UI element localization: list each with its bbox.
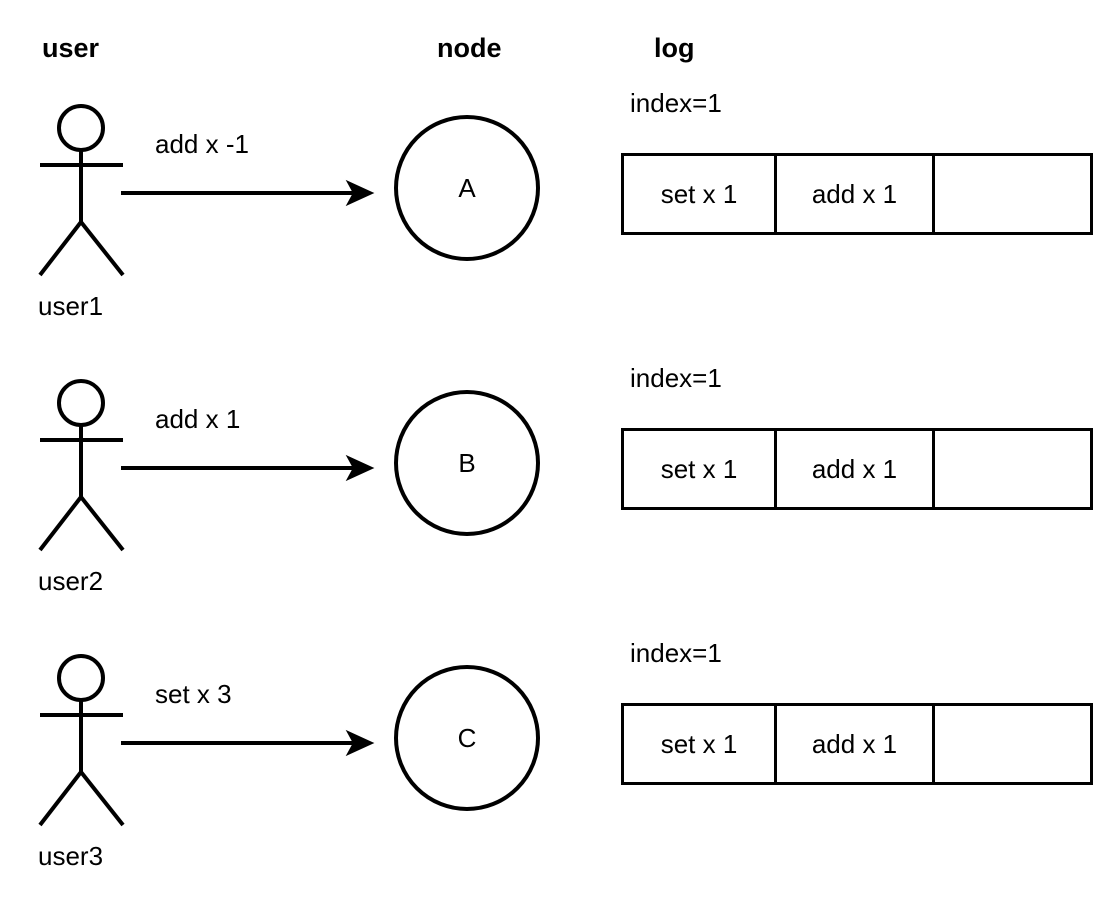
log-entry-cell: set x 1 bbox=[624, 156, 777, 232]
log-index-label: index=1 bbox=[630, 638, 722, 668]
diagram-row: user1 add x -1 A index=1 set x 1 add x 1 bbox=[0, 0, 1118, 319]
log-entry-cell: set x 1 bbox=[624, 706, 777, 782]
actor-label: user3 bbox=[38, 841, 104, 871]
log-table: set x 1 add x 1 bbox=[621, 703, 1093, 785]
diagram-row: user3 set x 3 C index=1 set x 1 add x 1 bbox=[0, 550, 1118, 869]
log-index-label: index=1 bbox=[630, 88, 722, 118]
column-header-log: log bbox=[654, 33, 695, 63]
actor-label: user2 bbox=[38, 566, 104, 596]
log-entry-cell-empty bbox=[935, 431, 1090, 507]
log-index-label: index=1 bbox=[630, 363, 722, 393]
node-circle bbox=[394, 665, 540, 811]
log-entry-cell: add x 1 bbox=[777, 156, 935, 232]
message-label: add x -1 bbox=[155, 129, 249, 159]
actor-label: user1 bbox=[38, 291, 104, 321]
message-label: set x 3 bbox=[155, 679, 232, 709]
diagram-row: user2 add x 1 B index=1 set x 1 add x 1 bbox=[0, 275, 1118, 594]
node-circle bbox=[394, 390, 540, 536]
log-entry-cell-empty bbox=[935, 156, 1090, 232]
column-header-node: node bbox=[437, 33, 502, 63]
log-entry-cell-empty bbox=[935, 706, 1090, 782]
arrow-icon bbox=[121, 179, 375, 207]
log-entry-cell: add x 1 bbox=[777, 431, 935, 507]
log-entry-cell: set x 1 bbox=[624, 431, 777, 507]
arrow-icon bbox=[121, 729, 375, 757]
stick-figure-icon bbox=[38, 654, 125, 827]
stick-figure-icon bbox=[38, 104, 125, 277]
stick-figure-icon bbox=[38, 379, 125, 552]
log-table: set x 1 add x 1 bbox=[621, 153, 1093, 235]
column-header-user: user bbox=[42, 33, 100, 63]
log-table: set x 1 add x 1 bbox=[621, 428, 1093, 510]
message-label: add x 1 bbox=[155, 404, 241, 434]
node-circle bbox=[394, 115, 540, 261]
log-entry-cell: add x 1 bbox=[777, 706, 935, 782]
arrow-icon bbox=[121, 454, 375, 482]
